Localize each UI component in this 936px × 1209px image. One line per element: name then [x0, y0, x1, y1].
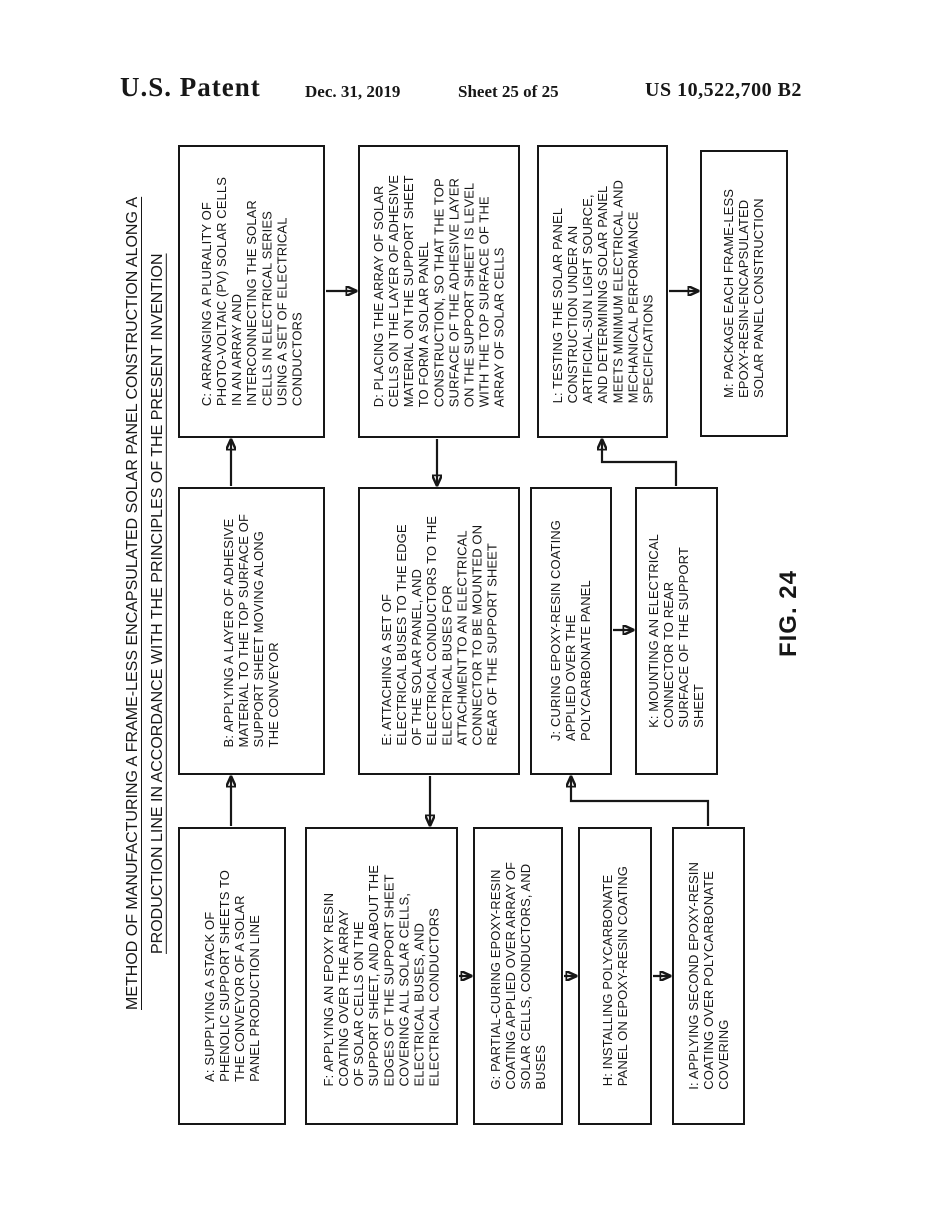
flow-box-a: A: SUPPLYING A STACK OF PHENOLIC SUPPORT… — [178, 827, 286, 1125]
flow-box-i-text: I: APPLYING SECOND EPOXY-RESIN COATING O… — [685, 862, 732, 1090]
figure-title-line2: PRODUCTION LINE IN ACCORDANCE WITH THE P… — [149, 253, 166, 954]
flow-box-f: F: APPLYING AN EPOXY RESIN COATING OVER … — [305, 827, 458, 1125]
flow-box-d: D: PLACING THE ARRAY OF SOLAR CELLS ON T… — [358, 145, 520, 438]
flow-box-d-text: D: PLACING THE ARRAY OF SOLAR CELLS ON T… — [371, 175, 507, 408]
figure-title-text: METHOD OF MANUFACTURING A FRAME-LESS ENC… — [121, 146, 171, 1061]
figure-title: METHOD OF MANUFACTURING A FRAME-LESS ENC… — [120, 146, 172, 1061]
flow-box-j: J: CURING EPOXY-RESIN COATING APPLIED OV… — [530, 487, 612, 775]
arrow-i-to-j — [571, 777, 710, 826]
flow-box-c-text: C: ARRANGING A PLURALITY OF PHOTO-VOLTAI… — [198, 176, 305, 407]
flow-box-m-text: M: PACKAGE EACH FRAME-LESS EPOXY-RESIN-E… — [721, 189, 767, 398]
flow-box-e: E: ATTACHING A SET OF ELECTRICAL BUSES T… — [358, 487, 520, 775]
figure-title-line1: METHOD OF MANUFACTURING A FRAME-LESS ENC… — [124, 196, 142, 1011]
flow-box-i: I: APPLYING SECOND EPOXY-RESIN COATING O… — [672, 827, 745, 1125]
flow-box-g: G: PARTIAL-CURING EPOXY-RESIN COATING AP… — [473, 827, 563, 1125]
patent-header-date: Dec. 31, 2019 — [305, 82, 401, 101]
flow-box-b-text: B: APPLYING A LAYER OF ADHESIVE MATERIAL… — [221, 514, 282, 748]
flow-box-h-text: H: INSTALLING POLYCARBONATE PANEL ON EPO… — [599, 865, 630, 1087]
flow-box-k-text: K: MOUNTING AN ELECTRICAL CONNECTOR TO R… — [646, 534, 707, 728]
patent-header-sheet-info: Sheet 25 of 25 — [458, 82, 559, 101]
flow-box-l: L: TESTING THE SOLAR PANEL CONSTRUCTION … — [537, 145, 668, 438]
patent-header-number: US 10,522,700 B2 — [645, 79, 802, 101]
patent-header-label: U.S. Patent — [120, 72, 261, 102]
flow-box-e-text: E: ATTACHING A SET OF ELECTRICAL BUSES T… — [378, 516, 500, 746]
flow-box-a-text: A: SUPPLYING A STACK OF PHENOLIC SUPPORT… — [201, 870, 263, 1082]
arrow-k-to-l — [602, 440, 678, 486]
figure-number-text: FIG. 24 — [775, 569, 803, 658]
flow-box-g-text: G: PARTIAL-CURING EPOXY-RESIN COATING AP… — [487, 862, 549, 1090]
flow-box-c: C: ARRANGING A PLURALITY OF PHOTO-VOLTAI… — [178, 145, 325, 438]
flow-box-h: H: INSTALLING POLYCARBONATE PANEL ON EPO… — [578, 827, 652, 1125]
flow-box-j-text: J: CURING EPOXY-RESIN COATING APPLIED OV… — [548, 520, 594, 742]
flow-box-m: M: PACKAGE EACH FRAME-LESS EPOXY-RESIN-E… — [700, 150, 788, 437]
flow-box-k: K: MOUNTING AN ELECTRICAL CONNECTOR TO R… — [635, 487, 718, 775]
figure-number-label: FIG. 24 — [766, 556, 812, 671]
flow-box-f-text: F: APPLYING AN EPOXY RESIN COATING OVER … — [321, 865, 442, 1087]
flow-box-b: B: APPLYING A LAYER OF ADHESIVE MATERIAL… — [178, 487, 325, 775]
flow-box-l-text: L: TESTING THE SOLAR PANEL CONSTRUCTION … — [549, 179, 656, 404]
